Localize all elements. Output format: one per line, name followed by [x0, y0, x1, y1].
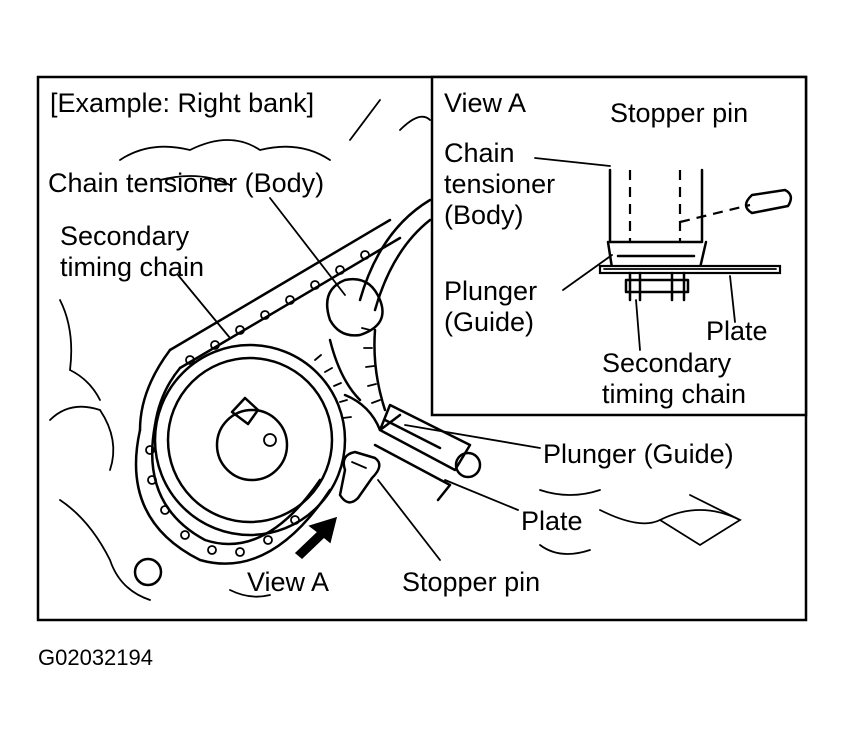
figure-code: G02032194	[38, 645, 153, 670]
secondary-chain-label-line1: Secondary	[60, 221, 190, 251]
inset-secondary-label-line1: Secondary	[602, 348, 732, 378]
chain-tensioner-label: Chain tensioner (Body)	[48, 168, 324, 198]
plate-label: Plate	[521, 506, 583, 536]
inset-guide-label: (Guide)	[444, 307, 534, 337]
inset-body-label: (Body)	[444, 200, 524, 230]
view-a-inset	[430, 75, 808, 417]
inset-title: View A	[444, 88, 526, 118]
inset-chain-label: Chain	[444, 138, 515, 168]
inset-plunger-label: Plunger	[444, 276, 537, 306]
inset-stopper-pin-label: Stopper pin	[610, 98, 748, 128]
view-a-arrow	[294, 516, 338, 560]
engine-illustration	[49, 99, 742, 601]
plunger-guide-label: Plunger (Guide)	[543, 439, 734, 469]
view-a-label: View A	[247, 567, 329, 597]
inset-tensioner-label: tensioner	[444, 169, 555, 199]
secondary-chain-label-line2: timing chain	[60, 252, 204, 282]
stopper-pin-label: Stopper pin	[402, 567, 540, 597]
leader-lines	[177, 197, 541, 561]
example-label: [Example: Right bank]	[50, 88, 314, 118]
inset-plate-label: Plate	[706, 316, 768, 346]
inset-secondary-label-line2: timing chain	[602, 379, 746, 409]
